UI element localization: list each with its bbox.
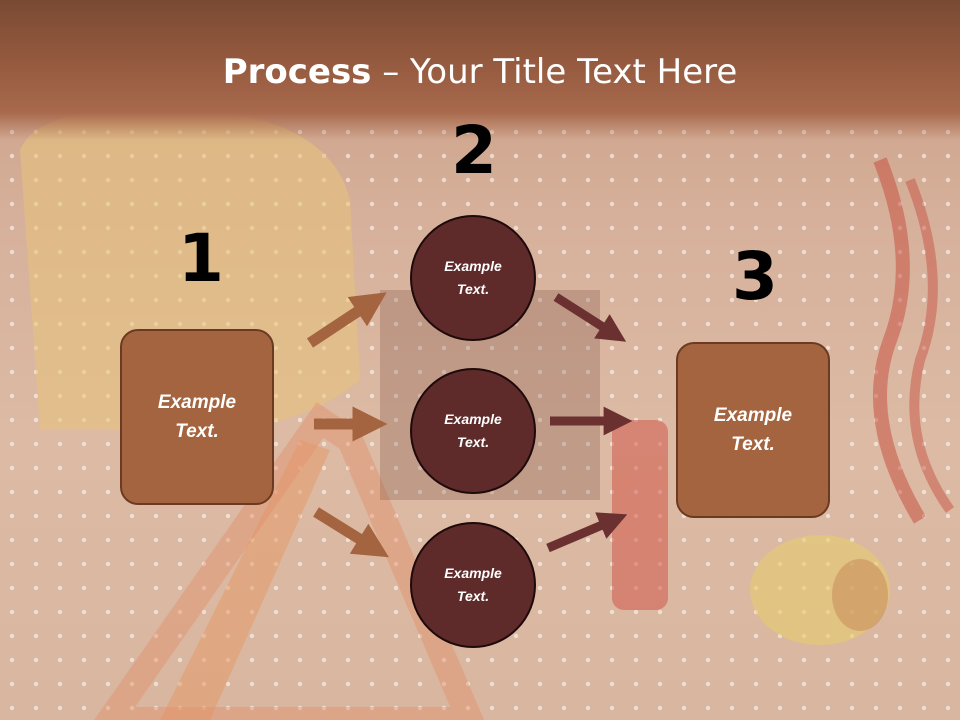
title-bold: Process: [222, 52, 372, 92]
process-circle-bottom: Example Text.: [410, 522, 536, 648]
process-circle-bottom-text: Example Text.: [444, 565, 502, 604]
process-circle-top: Example Text.: [410, 215, 536, 341]
arrow-box1-to-top: [306, 292, 387, 348]
process-circle-top-text: Example Text.: [444, 258, 502, 297]
page-title: Process – Your Title Text Here: [0, 52, 960, 92]
header-band: [0, 0, 960, 140]
step-box-3: Example Text.: [676, 342, 830, 518]
process-circle-middle: Example Text.: [410, 368, 536, 494]
step-number-2: 2: [451, 112, 497, 189]
step-box-1-text: Example Text.: [157, 392, 237, 442]
arrow-bottom-to-box3: [546, 512, 628, 553]
step-number-1: 1: [178, 220, 224, 297]
arrow-box1-to-bottom: [313, 507, 389, 558]
step-box-1: Example Text.: [120, 329, 274, 505]
title-rest: – Your Title Text Here: [371, 52, 738, 92]
arrow-top-to-box3: [553, 293, 627, 342]
step-number-3: 3: [732, 238, 778, 315]
process-circle-middle-text: Example Text.: [444, 411, 502, 450]
step-box-3-text: Example Text.: [713, 405, 793, 455]
